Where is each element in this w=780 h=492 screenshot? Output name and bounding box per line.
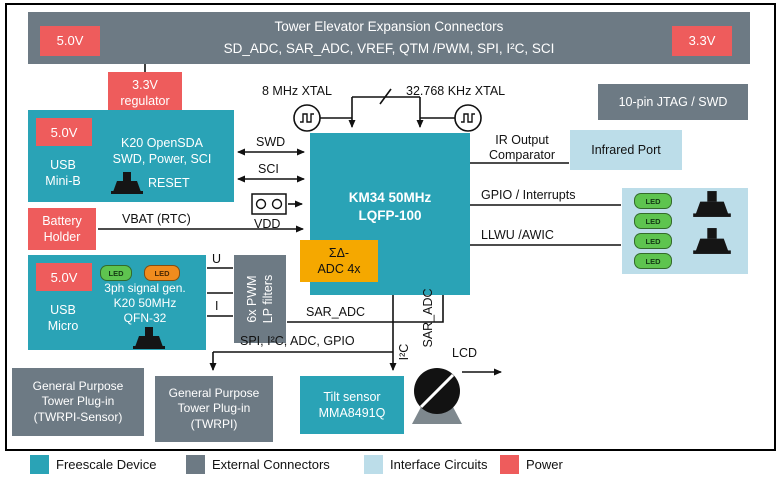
tilt-sensor-block: Tilt sensor MMA8491Q	[300, 376, 404, 434]
orange-led-indicator: LED	[144, 265, 180, 281]
twrpi-sensor-block: General Purpose Tower Plug-in (TWRPI-Sen…	[12, 368, 144, 436]
legend-swatch	[30, 455, 49, 474]
legend-label: Interface Circuits	[390, 457, 488, 472]
k20-title: K20 OpenSDA SWD, Power, SCI	[112, 136, 212, 166]
vbat-label: VBAT (RTC)	[122, 212, 191, 226]
spi-i2c-adc-gpio-label: SPI, I²C, ADC, GPIO	[240, 334, 355, 348]
vdd-label: VDD	[254, 217, 281, 231]
sar-adc-vertical-label: SAR_ADC	[421, 288, 435, 348]
led-indicator: LED	[634, 253, 672, 269]
power-5v-chip: 5.0V	[40, 26, 100, 56]
legend-swatch	[364, 455, 383, 474]
xtal-32khz-label: 32.768 KHz XTAL	[406, 84, 506, 98]
signal-gen-title: 3ph signal gen. K20 50MHz QFN-32	[104, 281, 186, 325]
reset-button-icon	[111, 172, 143, 194]
k20-opensda-block: 5.0V K20 OpenSDA SWD, Power, SCI USB Min…	[28, 110, 234, 202]
i2c-vertical-label: I²C	[397, 343, 411, 361]
regulator-3v3-block: 3.3V regulator	[108, 72, 182, 114]
crystal-8mhz-icon	[293, 104, 321, 132]
diagram-border	[5, 3, 776, 451]
power-3v3-chip: 3.3V	[672, 26, 732, 56]
legend-label: Power	[526, 457, 563, 472]
sar-adc-label: SAR_ADC	[306, 305, 366, 319]
tower-connectors-text: Tower Elevator Expansion Connectors SD_A…	[223, 19, 555, 56]
led-indicator: LED	[634, 213, 672, 229]
u-signal-label: U	[212, 252, 222, 266]
gpio-interrupts-label: GPIO / Interrupts	[481, 188, 576, 202]
lcd-label: LCD	[452, 346, 478, 360]
pwm-lp-filters-block: 6x PWM LP filters	[234, 255, 286, 343]
infrared-port-block: Infrared Port	[570, 130, 682, 170]
crystal-32khz-icon	[454, 104, 482, 132]
legend-item: External Connectors	[186, 455, 330, 474]
swd-label: SWD	[256, 135, 286, 149]
green-led-indicator: LED	[100, 265, 132, 281]
pwm-lp-filters-label: 6x PWM LP filters	[244, 274, 275, 324]
legend-item: Interface Circuits	[364, 455, 488, 474]
llwu-awic-label: LLWU /AWIC	[481, 228, 554, 242]
ir-output-label: IR Output Comparator	[489, 133, 555, 162]
sci-label: SCI	[258, 162, 279, 176]
legend-swatch	[500, 455, 519, 474]
legend-item: Power	[500, 455, 563, 474]
reset-label: RESET	[148, 176, 190, 190]
usb-micro-label: USB Micro	[47, 303, 79, 333]
legend-label: External Connectors	[212, 457, 330, 472]
usb-mini-b-label: USB Mini-B	[45, 158, 81, 188]
jtag-swd-connector-block: 10-pin JTAG / SWD	[598, 84, 748, 120]
led-indicator: LED	[634, 193, 672, 209]
twrpi-block: General Purpose Tower Plug-in (TWRPI)	[155, 376, 273, 442]
push-button-icon	[133, 327, 165, 349]
legend-item: Freescale Device	[30, 455, 156, 474]
tilt-ball-icon	[412, 368, 462, 424]
xtal-8mhz-label: 8 MHz XTAL	[262, 84, 332, 98]
usb-micro-block: 5.0V LED LED 3ph signal gen. K20 50MHz Q…	[28, 255, 206, 350]
led-indicator: LED	[634, 233, 672, 249]
tower-elevator-connectors-block: Tower Elevator Expansion Connectors SD_A…	[28, 12, 750, 64]
k20-power-chip: 5.0V	[36, 118, 92, 146]
signal-wires	[98, 64, 621, 376]
i-signal-label: I	[215, 299, 219, 313]
push-button-icon	[693, 228, 731, 254]
sigma-delta-adc-block: ΣΔ- ADC 4x	[300, 240, 378, 282]
vdd-connector-icon	[251, 193, 287, 215]
usb-micro-power-chip: 5.0V	[36, 263, 92, 291]
push-button-icon	[693, 191, 731, 217]
legend-label: Freescale Device	[56, 457, 157, 472]
led-button-panel: LED LED LED LED	[622, 188, 748, 274]
legend-swatch	[186, 455, 205, 474]
battery-holder-block: Battery Holder	[28, 208, 96, 250]
